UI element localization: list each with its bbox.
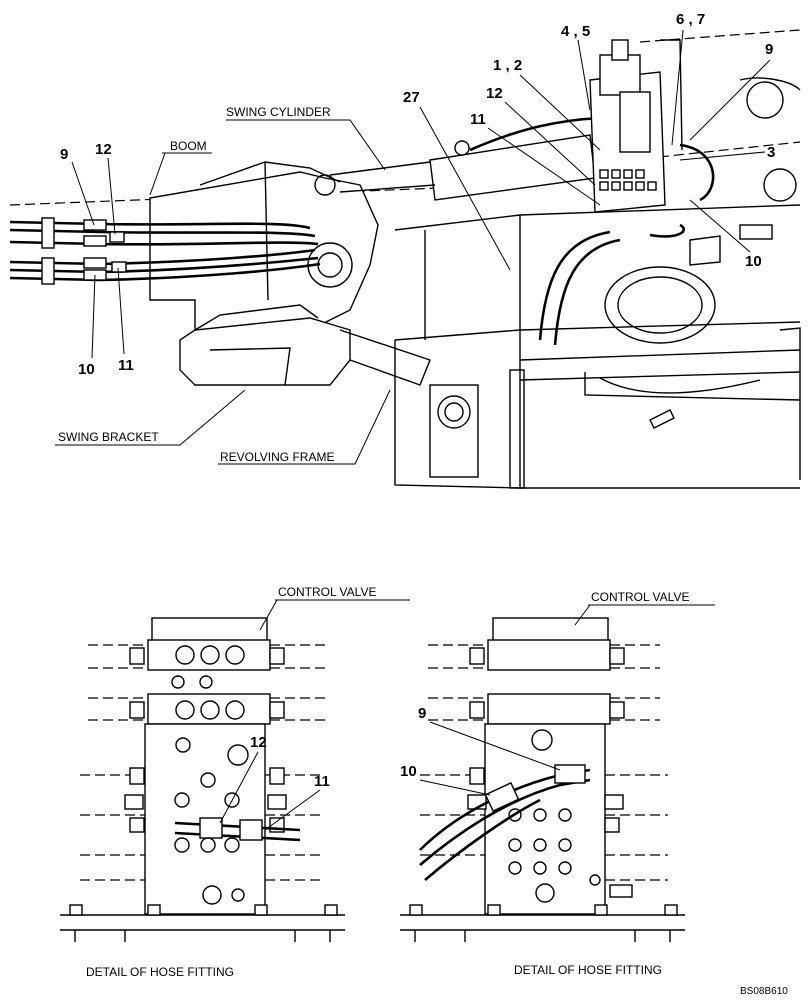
callout-br-9: 9 bbox=[418, 705, 426, 722]
callout-9-left: 9 bbox=[60, 146, 68, 163]
callout-11: 11 bbox=[470, 111, 486, 128]
top-labels: SWING CYLINDER BOOM SWING BRACKET REVOLV… bbox=[55, 105, 391, 465]
label-swing-bracket: SWING BRACKET bbox=[58, 430, 159, 444]
top-callouts: 4 , 5 6 , 7 1 , 2 27 9 12 11 3 10 9 12 1… bbox=[60, 11, 775, 378]
detail-left: CONTROL VALVE 12 11 DETAIL OF HOSE FITTI… bbox=[60, 585, 410, 979]
callout-9-right: 9 bbox=[765, 41, 773, 58]
callout-4-5: 4 , 5 bbox=[561, 23, 590, 40]
drawing-code: BS08B610 bbox=[740, 986, 788, 997]
callout-12-left: 12 bbox=[95, 141, 112, 158]
label-control-valve-left: CONTROL VALVE bbox=[278, 585, 376, 599]
label-revolving-frame: REVOLVING FRAME bbox=[220, 450, 334, 464]
label-control-valve-right: CONTROL VALVE bbox=[591, 590, 689, 604]
callout-12: 12 bbox=[486, 85, 503, 102]
callout-3: 3 bbox=[767, 144, 775, 161]
top-assembly bbox=[9, 29, 801, 489]
callout-6-7: 6 , 7 bbox=[676, 11, 705, 28]
label-swing-cylinder: SWING CYLINDER bbox=[226, 105, 331, 119]
detail-right: CONTROL VALVE 9 10 DETAIL OF HOSE FITTIN… bbox=[400, 590, 715, 977]
caption-detail-left: DETAIL OF HOSE FITTING bbox=[86, 965, 234, 979]
valve-ports bbox=[599, 169, 657, 191]
callout-1-2: 1 , 2 bbox=[493, 57, 522, 74]
label-boom: BOOM bbox=[170, 139, 207, 153]
callout-27: 27 bbox=[403, 89, 420, 106]
callout-11-left: 11 bbox=[118, 357, 134, 374]
callout-bl-11: 11 bbox=[314, 773, 330, 790]
callout-10-left: 10 bbox=[78, 361, 95, 378]
caption-detail-right: DETAIL OF HOSE FITTING bbox=[514, 963, 662, 977]
callout-10-right: 10 bbox=[745, 253, 762, 270]
callout-br-10: 10 bbox=[400, 763, 417, 780]
callout-bl-12: 12 bbox=[250, 734, 267, 751]
